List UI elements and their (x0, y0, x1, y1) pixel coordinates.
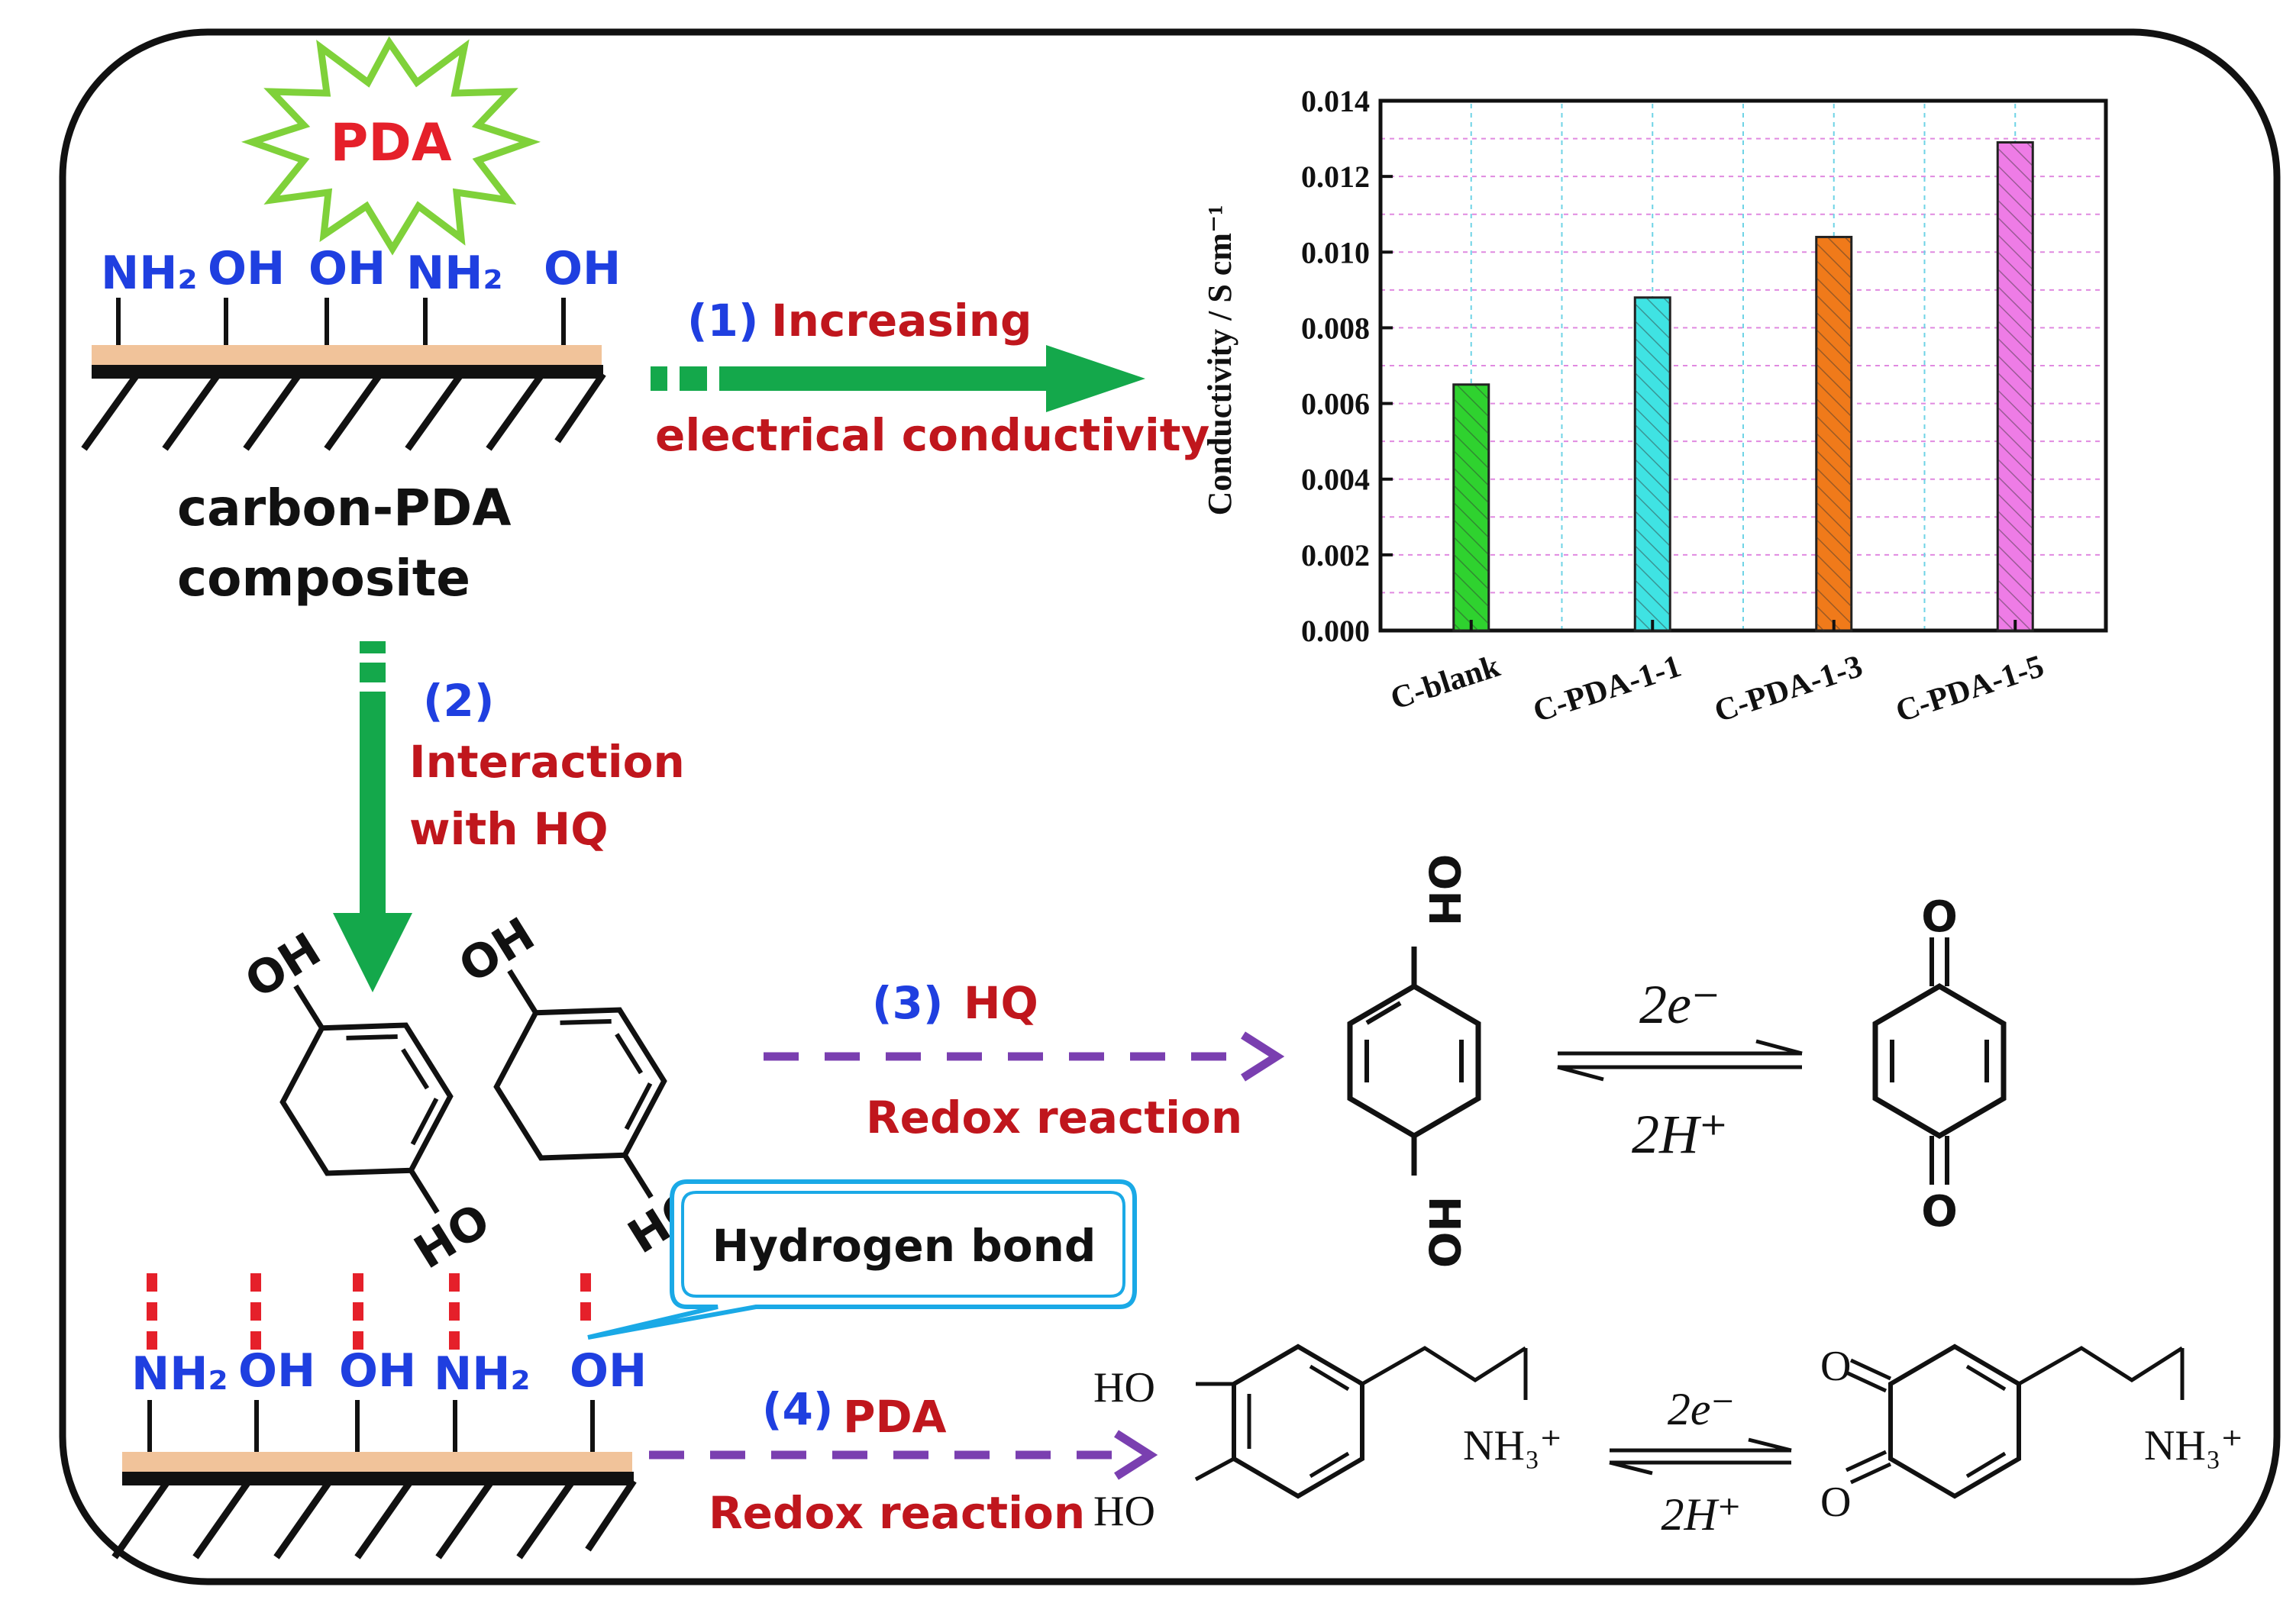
surface-bottom-groups: NH₂ OH OH NH₂ OH (131, 1344, 647, 1401)
surface-bottom-stems (147, 1400, 595, 1452)
composite-label: carbon-PDA composite (177, 479, 511, 608)
pda-redox-bottom: 2H⁺ (1661, 1489, 1742, 1540)
dopamine-nh3: NH₃⁺ (1463, 1422, 1562, 1469)
burst-shape (241, 36, 541, 256)
substrate-tan-layer (92, 345, 602, 365)
callout-text: Hydrogen bond (712, 1220, 1096, 1272)
dopaquinone-structure: O O NH₃⁺ (1820, 1343, 2243, 1526)
pda-burst-badge: PDA (241, 36, 541, 256)
pda-equilibrium-arrows (1609, 1437, 1792, 1476)
chart-y-axis-label: Conductivity / S cm⁻¹ (1201, 205, 1238, 516)
hq-redox-top: 2e⁻ (1639, 974, 1720, 1035)
composite-label-line2: composite (177, 549, 470, 608)
hq-ho-label: HO (405, 1193, 499, 1279)
group-label: OH (339, 1344, 416, 1398)
composite-label-line1: carbon-PDA (177, 479, 511, 537)
group-label: OH (308, 242, 386, 295)
surface-bottom: NH₂ OH OH NH₂ OH (111, 1273, 647, 1560)
group-label: NH₂ (434, 1347, 531, 1401)
substrate-base-line (122, 1472, 634, 1485)
chart-x-tick-label: C-PDA-1-5 (1891, 649, 2048, 730)
chart-bar-hatch (1997, 142, 2033, 631)
step1-label-line2: electrical conductivity (655, 409, 1209, 461)
chart-bar-hatch (1816, 237, 1852, 631)
outer-frame (59, 28, 2281, 1585)
hydrogen-bond-dots (147, 1273, 591, 1350)
chart-bars (1452, 141, 2034, 632)
step1-arrow (651, 345, 1145, 412)
step4-label-line2: Redox reaction (709, 1487, 1085, 1539)
group-label: NH₂ (131, 1347, 228, 1401)
benzoquinone-structure: O O (1872, 892, 2007, 1237)
chart-grid (1381, 101, 2106, 631)
hq-equilibrium-arrows (1557, 1039, 1803, 1082)
step4-label-name: PDA (843, 1391, 947, 1443)
dopamine-structure: HO HO NH₃⁺ (1093, 1343, 1562, 1535)
group-label: OH (208, 242, 285, 295)
pda-badge-label: PDA (331, 113, 452, 173)
step1-label-line1: Increasing (771, 295, 1032, 347)
chart-y-tick-label: 0.000 (1301, 614, 1370, 648)
group-label: NH₂ (406, 247, 503, 300)
chart-x-tick-label: C-PDA-1-3 (1710, 649, 1867, 730)
hq-redox-bottom: 2H⁺ (1632, 1104, 1728, 1165)
dopaquinone-nh3: NH₃⁺ (2144, 1422, 2243, 1469)
bq-top-o: O (1921, 892, 1958, 942)
chart-x-tick-label: C-blank (1387, 649, 1505, 717)
step2-arrow (333, 641, 412, 992)
chart-bar-hatch (1453, 384, 1489, 631)
surface-top-hatch (81, 372, 606, 451)
step2-label-line2: with HQ (409, 803, 609, 855)
surface-top: NH₂ OH OH NH₂ OH (81, 242, 621, 451)
hq-oh-label: OH (236, 923, 330, 1009)
step3-arrow (764, 1031, 1285, 1082)
step4-arrow (649, 1430, 1158, 1480)
hq-bottom-ho: HO (1419, 1196, 1468, 1268)
hydroquinone-structure: OH HO (1347, 854, 1481, 1268)
hq-top-oh: OH (1419, 854, 1468, 926)
chart-x-tick-label: C-PDA-1-1 (1529, 649, 1685, 730)
chart-plot-frame (1378, 98, 2108, 633)
step3-label-line2: Redox reaction (866, 1092, 1242, 1143)
chart-y-tick-label: 0.004 (1301, 463, 1370, 497)
substrate-tan-layer (122, 1452, 632, 1472)
chart-y-tick-label: 0.002 (1301, 538, 1370, 573)
dopaquinone-o-bottom: O (1820, 1479, 1851, 1526)
chart-y-ticks: 0.000 0.002 0.004 0.006 0.008 0.010 0.012 0.014 (1301, 84, 1393, 648)
chart-y-tick-label: 0.014 (1301, 84, 1370, 118)
step1-number: (1) (687, 295, 758, 347)
chart-y-tick-label: 0.006 (1301, 387, 1370, 421)
dopamine-ho-bottom: HO (1093, 1488, 1155, 1535)
dopaquinone-o-top: O (1820, 1343, 1851, 1390)
group-label: OH (238, 1344, 315, 1398)
step4-number: (4) (762, 1383, 833, 1435)
bq-bottom-o: O (1921, 1187, 1958, 1237)
hq-oh-label: OH (450, 908, 544, 994)
chart-y-tick-label: 0.010 (1301, 235, 1370, 269)
surface-top-stems (116, 298, 566, 345)
step2-number: (2) (423, 675, 494, 727)
step2-label-line1: Interaction (409, 736, 685, 788)
conductivity-bar-chart: 0.000 0.002 0.004 0.006 0.008 0.010 0.012 0.014… (1201, 84, 2108, 730)
step3-label-name: HQ (964, 977, 1038, 1029)
chart-bar-hatch (1635, 297, 1671, 631)
substrate-base-line (92, 365, 603, 379)
dopamine-ho-top: HO (1093, 1364, 1155, 1411)
group-label: NH₂ (101, 247, 198, 300)
surface-top-groups: NH₂ OH OH NH₂ OH (101, 242, 621, 300)
chart-y-tick-label: 0.012 (1301, 160, 1370, 194)
pda-redox-top: 2e⁻ (1668, 1384, 1735, 1434)
surface-bottom-hatch (111, 1479, 637, 1560)
group-label: OH (570, 1344, 647, 1398)
chart-y-tick-label: 0.008 (1301, 311, 1370, 345)
group-label: OH (544, 242, 621, 295)
step3-number: (3) (872, 977, 943, 1029)
chart-x-ticks: C-blank C-PDA-1-1 C-PDA-1-3 C-PDA-1-5 (1387, 620, 2048, 730)
hydrogen-bond-callout: Hydrogen bond (587, 1179, 1137, 1340)
